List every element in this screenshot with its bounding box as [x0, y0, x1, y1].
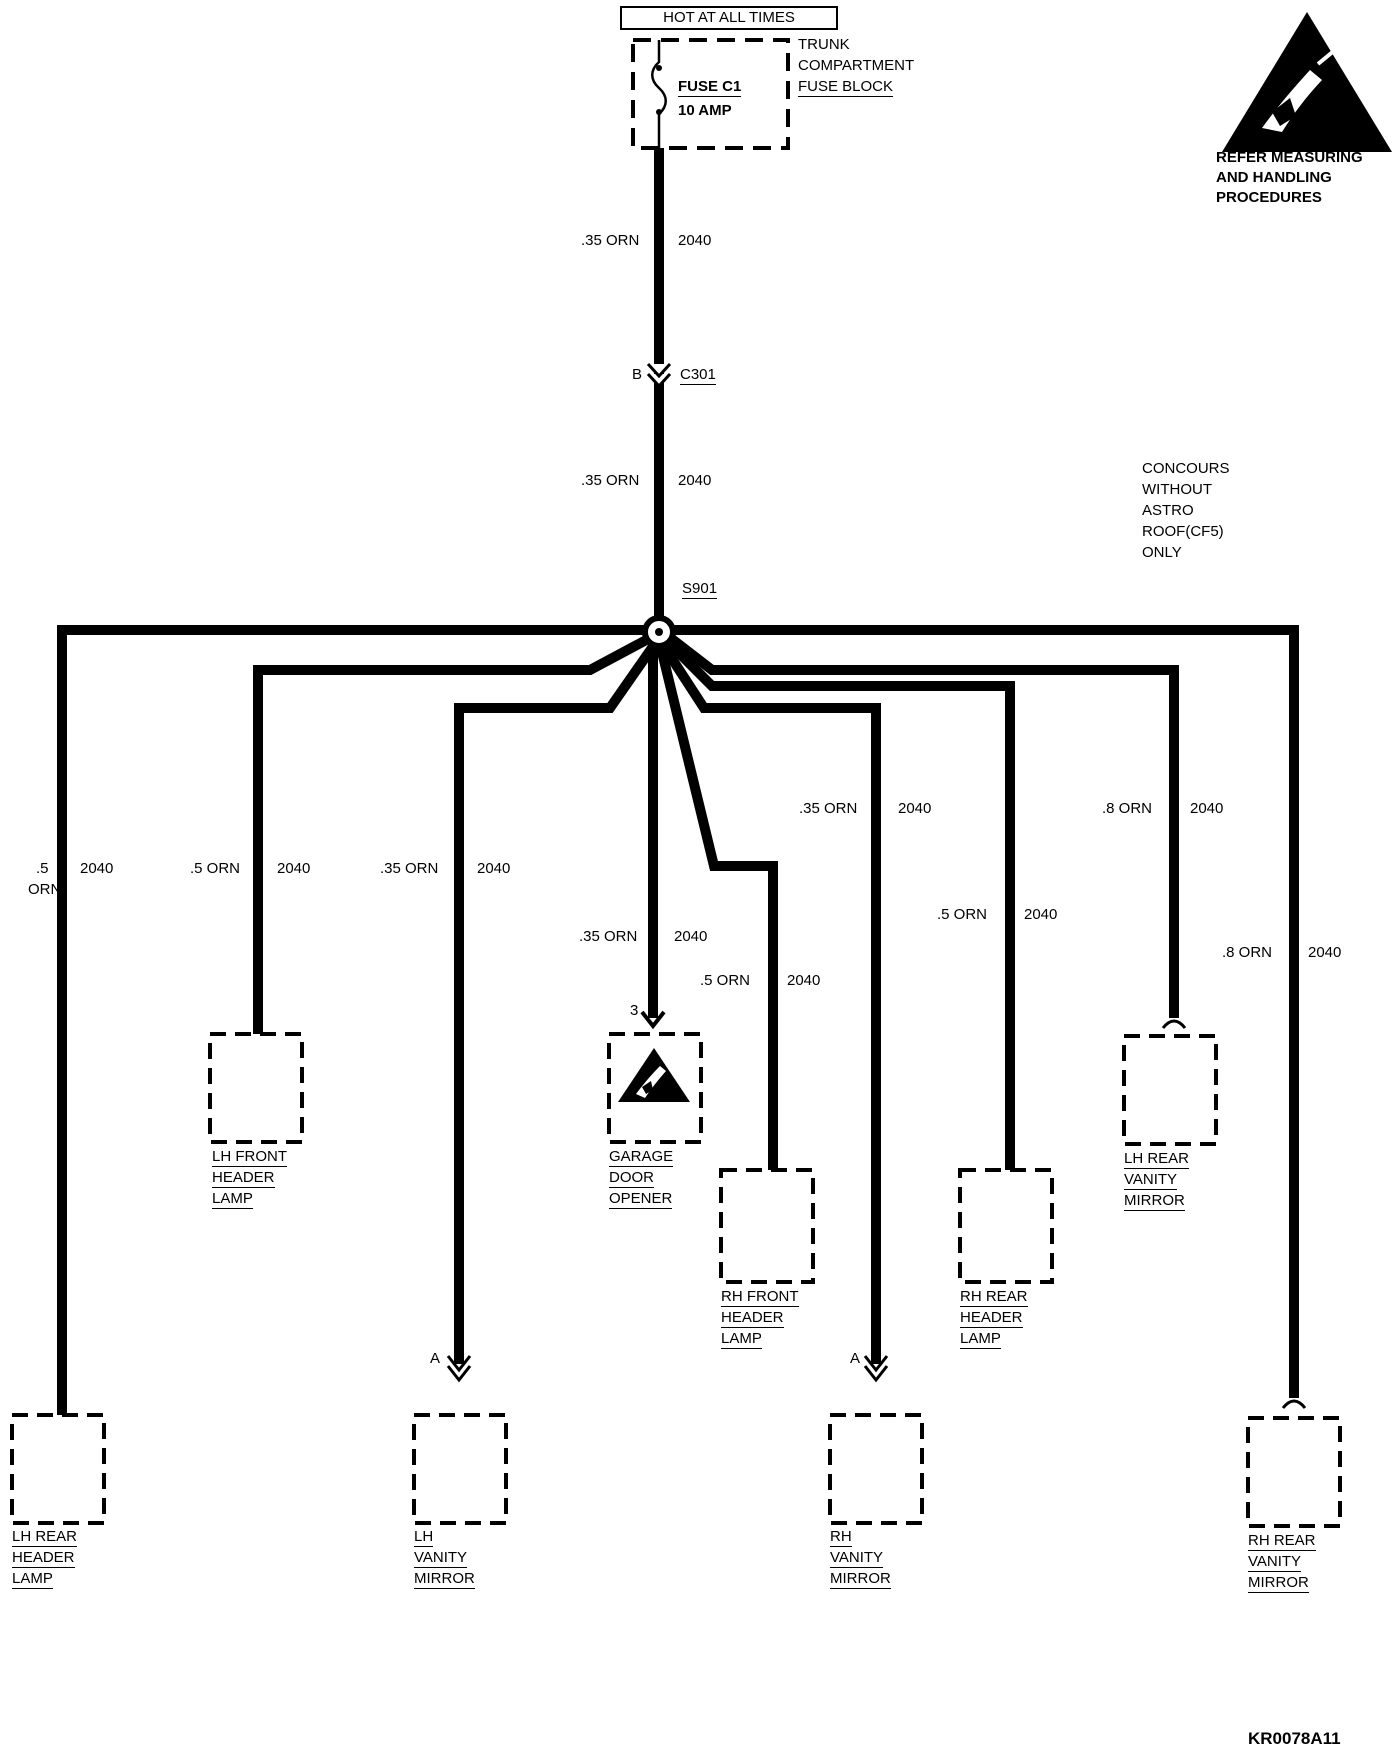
box-lh-vanity-mirror	[412, 1413, 508, 1525]
wire-rh-rear-header-lamp	[662, 636, 1015, 1170]
wire-gauge-label: .8 ORN	[1222, 944, 1273, 961]
fuse-c1-terminal	[656, 65, 662, 71]
fuse-c1-icon	[651, 40, 667, 148]
wire-circuit-label: 2040	[898, 800, 932, 817]
lh-rear-vanity-input-cap	[1161, 1019, 1187, 1029]
fuse-c1-label: FUSE C1	[678, 78, 742, 97]
trunk-wire-circuit: 2040	[678, 232, 712, 249]
wire-gauge-label: .8 ORN	[1102, 800, 1153, 817]
wire-rh-vanity-mirror	[658, 642, 881, 1364]
component-label-rh-rear-vanity-mirror: RH REAR VANITY MIRROR	[1248, 1532, 1316, 1593]
wire-rh-front-header-lamp	[656, 646, 778, 1170]
fuse-rating-label: 10 AMP	[678, 102, 732, 119]
wire-gauge-label: .35 ORN	[579, 928, 638, 945]
box-rh-rear-header-lamp	[958, 1168, 1054, 1284]
wire-gauge-label: .35 ORN	[380, 860, 439, 877]
c301-connector-symbol	[646, 362, 672, 389]
pin-label-lh-vanity: A	[430, 1350, 441, 1367]
pin-label-rh-vanity: A	[850, 1350, 861, 1367]
box-rh-vanity-mirror	[828, 1413, 924, 1525]
box-rh-front-header-lamp	[719, 1168, 815, 1284]
wire-lh-rear-vanity-mirror	[664, 632, 1179, 1018]
component-label-rh-rear-header-lamp: RH REAR HEADER LAMP	[960, 1288, 1028, 1349]
s901-label: S901	[682, 580, 718, 599]
component-label-rh-front-header-lamp: RH FRONT HEADER LAMP	[721, 1288, 799, 1349]
wire-circuit-label: 2040	[1190, 800, 1224, 817]
option-note: CONCOURS WITHOUT ASTRO ROOF(CF5) ONLY	[1142, 460, 1230, 561]
fuse-c1-terminal	[656, 109, 662, 115]
wire-lh-rear-header-lamp	[57, 625, 650, 1415]
trunk-wire-gauge: .35 ORN	[581, 472, 640, 489]
box-lh-rear-vanity-mirror	[1122, 1034, 1218, 1146]
garage-esd-icon	[618, 1048, 690, 1102]
box-lh-rear-header-lamp	[10, 1413, 106, 1525]
box-rh-rear-vanity-mirror	[1246, 1416, 1342, 1528]
fuse-block-name: TRUNK COMPARTMENT FUSE BLOCK	[798, 36, 915, 97]
garage-input-arrow	[640, 1010, 666, 1030]
wire-gauge-label: .5 ORN	[700, 972, 751, 989]
component-label-garage-door-opener: GARAGE DOOR OPENER	[609, 1148, 674, 1209]
wire-gauge-label: .5 ORN	[28, 860, 62, 898]
wire-gauge-label: .35 ORN	[799, 800, 858, 817]
box-lh-front-header-lamp	[208, 1032, 304, 1144]
c301-pin-label: B	[632, 366, 643, 383]
trunk-wire-circuit: 2040	[678, 472, 712, 489]
fuse-block-outline	[631, 38, 790, 150]
component-label-lh-front-header-lamp: LH FRONT HEADER LAMP	[212, 1148, 287, 1209]
wire-lh-vanity-mirror	[454, 642, 659, 1364]
wire-circuit-label: 2040	[787, 972, 821, 989]
wire-circuit-label: 2040	[1308, 944, 1342, 961]
wire-circuit-label: 2040	[277, 860, 311, 877]
wire-lh-front-header-lamp	[253, 633, 653, 1034]
component-label-lh-rear-header-lamp: LH REAR HEADER LAMP	[12, 1528, 78, 1589]
component-label-rh-vanity-mirror: RH VANITY MIRROR	[830, 1528, 891, 1589]
esd-warning-icon	[1222, 12, 1392, 152]
component-label-lh-rear-vanity-mirror: LH REAR VANITY MIRROR	[1124, 1150, 1190, 1211]
figure-id: KR0078A11	[1248, 1729, 1341, 1748]
wire-circuit-label: 2040	[80, 860, 114, 877]
trunk-wire-gauge: .35 ORN	[581, 232, 640, 249]
wire-circuit-label: 2040	[477, 860, 511, 877]
c301-name-label: C301	[680, 366, 716, 385]
esd-notice: REFER MEASURING AND HANDLING PROCEDURES	[1216, 149, 1363, 206]
hot-at-all-times-label: HOT AT ALL TIMES	[620, 6, 838, 30]
wire-circuit-label: 2040	[1024, 906, 1058, 923]
pin-a-rh-vanity-arrow	[863, 1355, 889, 1383]
pin-a-lh-vanity-arrow	[446, 1355, 472, 1383]
component-label-lh-vanity-mirror: LH VANITY MIRROR	[414, 1528, 475, 1589]
rh-rear-vanity-input-cap	[1281, 1399, 1307, 1409]
wire-rh-rear-vanity-mirror	[668, 625, 1299, 1398]
pin-label-garage: 3	[630, 1002, 639, 1019]
wire-gauge-label: .5 ORN	[937, 906, 988, 923]
wire-gauge-label: .5 ORN	[190, 860, 241, 877]
wire-circuit-label: 2040	[674, 928, 708, 945]
